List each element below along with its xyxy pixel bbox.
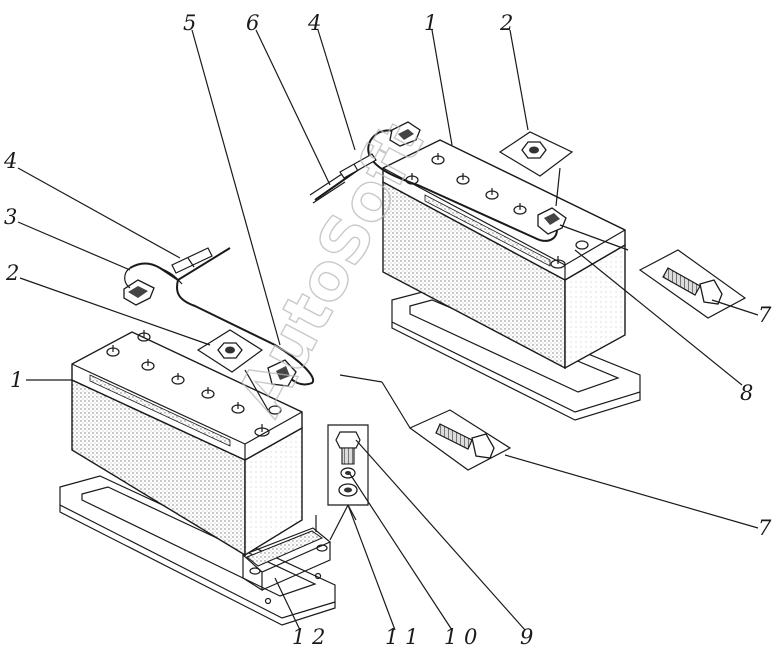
callout-1: 1 [10,368,23,392]
callout-4: 4 [3,149,17,173]
leader-lines [17,29,759,631]
right-bolt-callout [638,249,747,319]
left-battery-tray [59,475,336,626]
callout-labels: 5 6 4 1 2 4 3 2 1 7 8 7 1 2 1 1 1 0 9 [3,11,772,649]
callout-1: 1 [424,11,437,35]
right-cable-assembly [309,121,629,251]
left-terminal-nut-callout [196,329,269,411]
callout-3: 3 [4,205,17,229]
callout-7: 7 [758,303,772,327]
right-terminal-nut-callout [498,131,574,207]
callout-10: 1 0 [444,625,477,649]
right-battery-caps [405,153,589,269]
left-battery-bracket [241,527,332,592]
callout-8: 8 [740,381,753,405]
left-cable-assembly [123,247,315,387]
fastener-set [315,424,369,541]
callout-5: 5 [183,11,196,35]
callout-12: 1 2 [292,625,325,649]
left-battery-caps [106,330,282,437]
callout-7: 7 [758,516,772,540]
callout-11: 1 1 [385,625,418,649]
callout-2: 2 [5,261,19,285]
callout-6: 6 [246,11,259,35]
callout-4: 4 [307,11,321,35]
left-battery [71,330,303,557]
left-bolt-callout [339,374,512,471]
callout-9: 9 [520,625,533,649]
callout-2: 2 [499,11,513,35]
